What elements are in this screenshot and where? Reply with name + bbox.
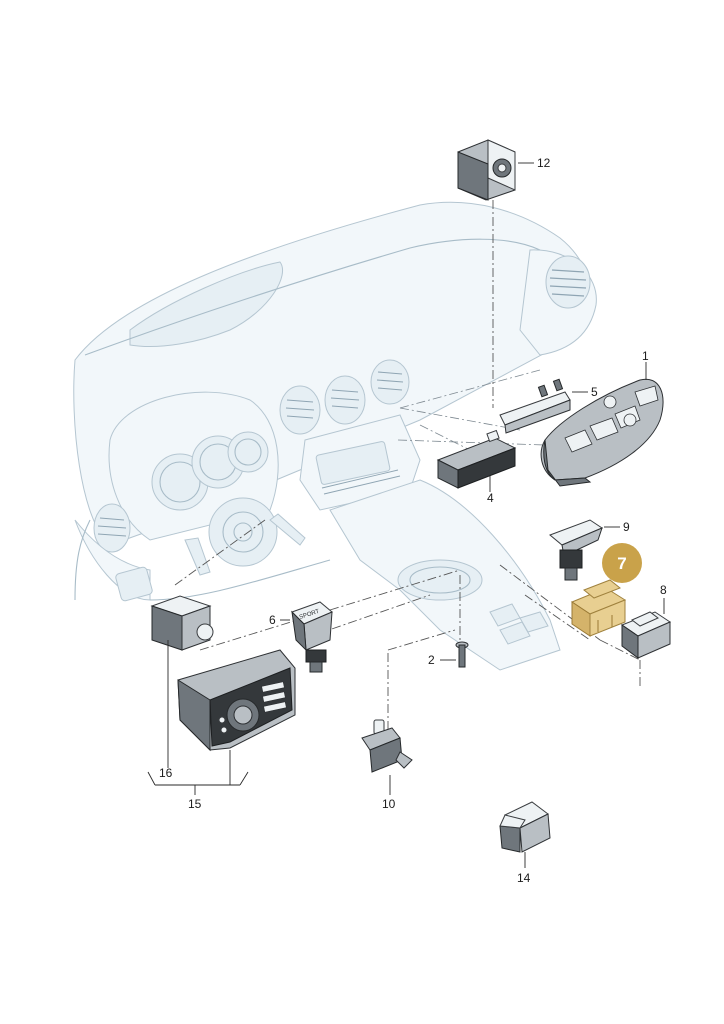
part-4-control-unit: 4 — [436, 429, 517, 505]
callout-12: 12 — [537, 156, 551, 170]
part-10-pedal-switch: 10 — [361, 719, 413, 811]
part-6-sport-button: SPORT 6 — [269, 601, 333, 673]
callout-2: 2 — [428, 653, 435, 667]
callout-14: 14 — [517, 871, 531, 885]
part-8-window-switch: 8 — [620, 583, 672, 659]
callout-5: 5 — [591, 385, 598, 399]
dashboard-illustration — [73, 201, 597, 671]
part-2-screw: 2 — [428, 641, 469, 668]
part-16-switch-housing: 16 — [150, 595, 214, 780]
callout-7: 7 — [617, 554, 626, 573]
part-15-headlight-switch — [177, 649, 296, 752]
callout-9: 9 — [623, 520, 630, 534]
part-9-push-switch: 9 — [549, 519, 630, 581]
part-15-button-stack — [261, 681, 287, 713]
callout-16: 16 — [159, 766, 173, 780]
part-12-switch-module: 12 — [457, 139, 551, 201]
part-14-window-switch: 14 — [499, 801, 551, 885]
callout-15: 15 — [188, 797, 202, 811]
callout-1: 1 — [642, 349, 649, 363]
part-5-trim-strip: 5 — [499, 378, 598, 434]
part-1-switch-panel: 1 — [540, 349, 664, 487]
part-1-buttons — [564, 385, 659, 453]
callout-8: 8 — [660, 583, 667, 597]
right-vent-slats — [549, 269, 587, 297]
callout-6: 6 — [269, 613, 276, 627]
part-7-badge — [602, 543, 642, 583]
left-vent-slats — [97, 517, 127, 537]
callout-15-bracket: 15 — [147, 750, 249, 811]
console-switch-slots — [489, 603, 549, 645]
center-vents — [279, 359, 410, 435]
callout-10: 10 — [382, 797, 396, 811]
part-7-highlighted-switch: 7 — [570, 543, 642, 637]
callout-4: 4 — [487, 491, 494, 505]
